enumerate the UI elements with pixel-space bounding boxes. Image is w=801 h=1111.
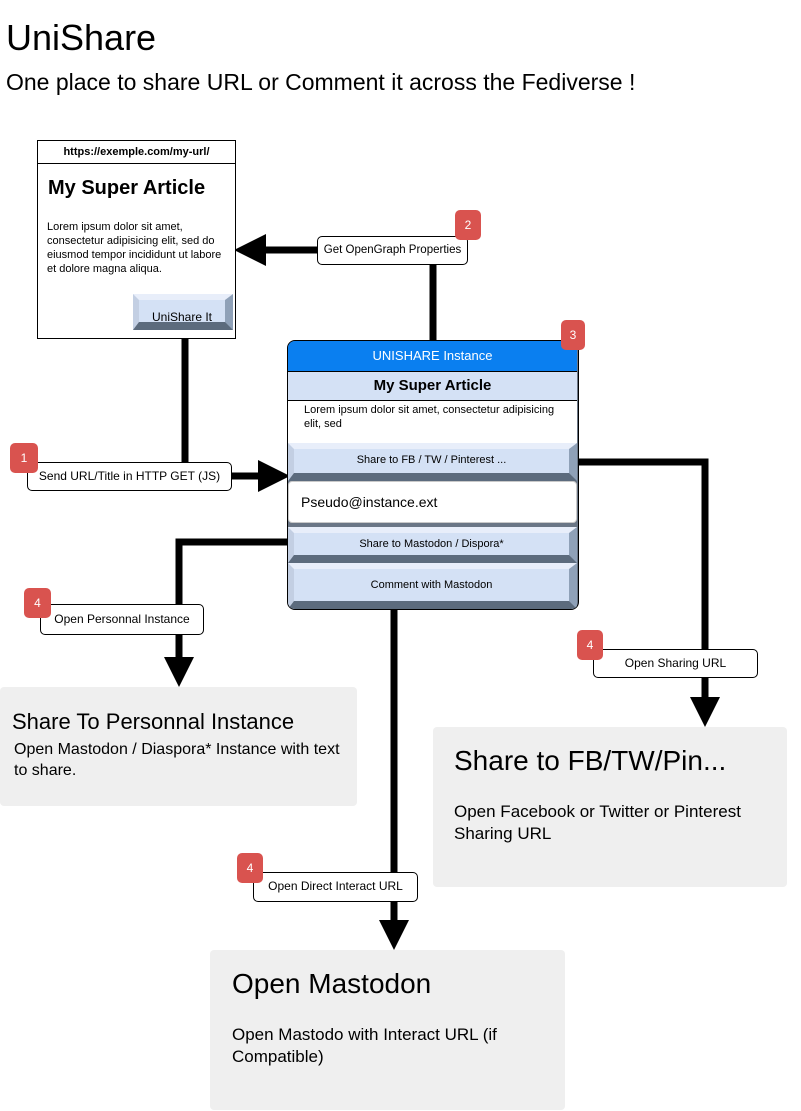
step-send-url-label: Send URL/Title in HTTP GET (JS): [27, 462, 232, 491]
diagram-subtitle: One place to share URL or Comment it acr…: [6, 69, 636, 95]
connector-share-masto: [175, 538, 287, 605]
result-fb-description: Open Facebook or Twitter or Pinterest Sh…: [454, 802, 741, 843]
arrowhead-to-instance: [258, 460, 290, 492]
result-open-mastodon: Open Mastodon Open Mastodo with Interact…: [210, 950, 565, 1110]
arrowhead-to-article: [234, 234, 266, 266]
step-open-direct-label: Open Direct Interact URL: [253, 872, 418, 902]
step-open-direct-badge: 4: [237, 853, 263, 883]
result-mastodon-title: Open Mastodon: [232, 968, 432, 999]
instance-article-title: My Super Article: [373, 377, 492, 394]
arrowhead-to-mastodon: [379, 920, 409, 950]
diagram-title: UniShare: [6, 17, 157, 58]
article-card: https://exemple.com/my-url/ My Super Art…: [37, 140, 236, 339]
step-open-sharing-label: Open Sharing URL: [593, 649, 758, 678]
step-open-personnal-label: Open Personnal Instance: [40, 604, 204, 635]
step-get-og-label: Get OpenGraph Properties: [317, 236, 468, 265]
step-open-sharing-badge: 4: [577, 630, 603, 660]
result-share-fb-tw-pin: Share to FB/TW/Pin... Open Facebook or T…: [433, 727, 787, 887]
article-body: Lorem ipsum dolor sit amet, consectetur …: [47, 221, 222, 275]
result-personnal-description: Open Mastodon / Diaspora* Instance with …: [14, 741, 340, 779]
arrowhead-to-fb: [690, 697, 720, 727]
unishare-it-button[interactable]: UniShare It: [133, 294, 233, 330]
instance-article-description: Lorem ipsum dolor sit amet, consectetur …: [304, 404, 555, 430]
article-title: My Super Article: [48, 177, 206, 199]
unishare-instance-panel: UNISHARE Instance My Super Article Lorem…: [287, 340, 579, 610]
result-fb-title: Share to FB/TW/Pin...: [454, 745, 727, 776]
instance-header: UNISHARE Instance: [288, 341, 577, 371]
step-instance-badge: 3: [561, 320, 585, 350]
connector-share-fb: [577, 458, 709, 650]
step-get-og-badge: 2: [455, 210, 481, 240]
step-send-url-badge: 1: [10, 443, 38, 473]
arrowhead-to-personnal: [164, 657, 194, 687]
step-open-personnal-badge: 4: [24, 588, 51, 618]
result-personnal-title: Share To Personnal Instance: [12, 709, 295, 734]
share-mastodon-diaspora-button[interactable]: Share to Mastodon / Dispora*: [288, 527, 577, 563]
article-url: https://exemple.com/my-url/: [38, 141, 235, 164]
result-share-personnal-instance: Share To Personnal Instance Open Mastodo…: [0, 687, 357, 806]
result-mastodon-description: Open Mastodo with Interact URL (if Compa…: [232, 1025, 497, 1066]
instance-title-row: My Super Article: [288, 371, 577, 401]
comment-with-mastodon-button[interactable]: Comment with Mastodon: [288, 563, 577, 609]
instance-description-row: Lorem ipsum dolor sit amet, consectetur …: [288, 401, 577, 443]
pseudo-instance-input[interactable]: Pseudo@instance.ext: [288, 481, 577, 523]
share-fb-tw-pinterest-button[interactable]: Share to FB / TW / Pinterest ...: [288, 443, 577, 481]
